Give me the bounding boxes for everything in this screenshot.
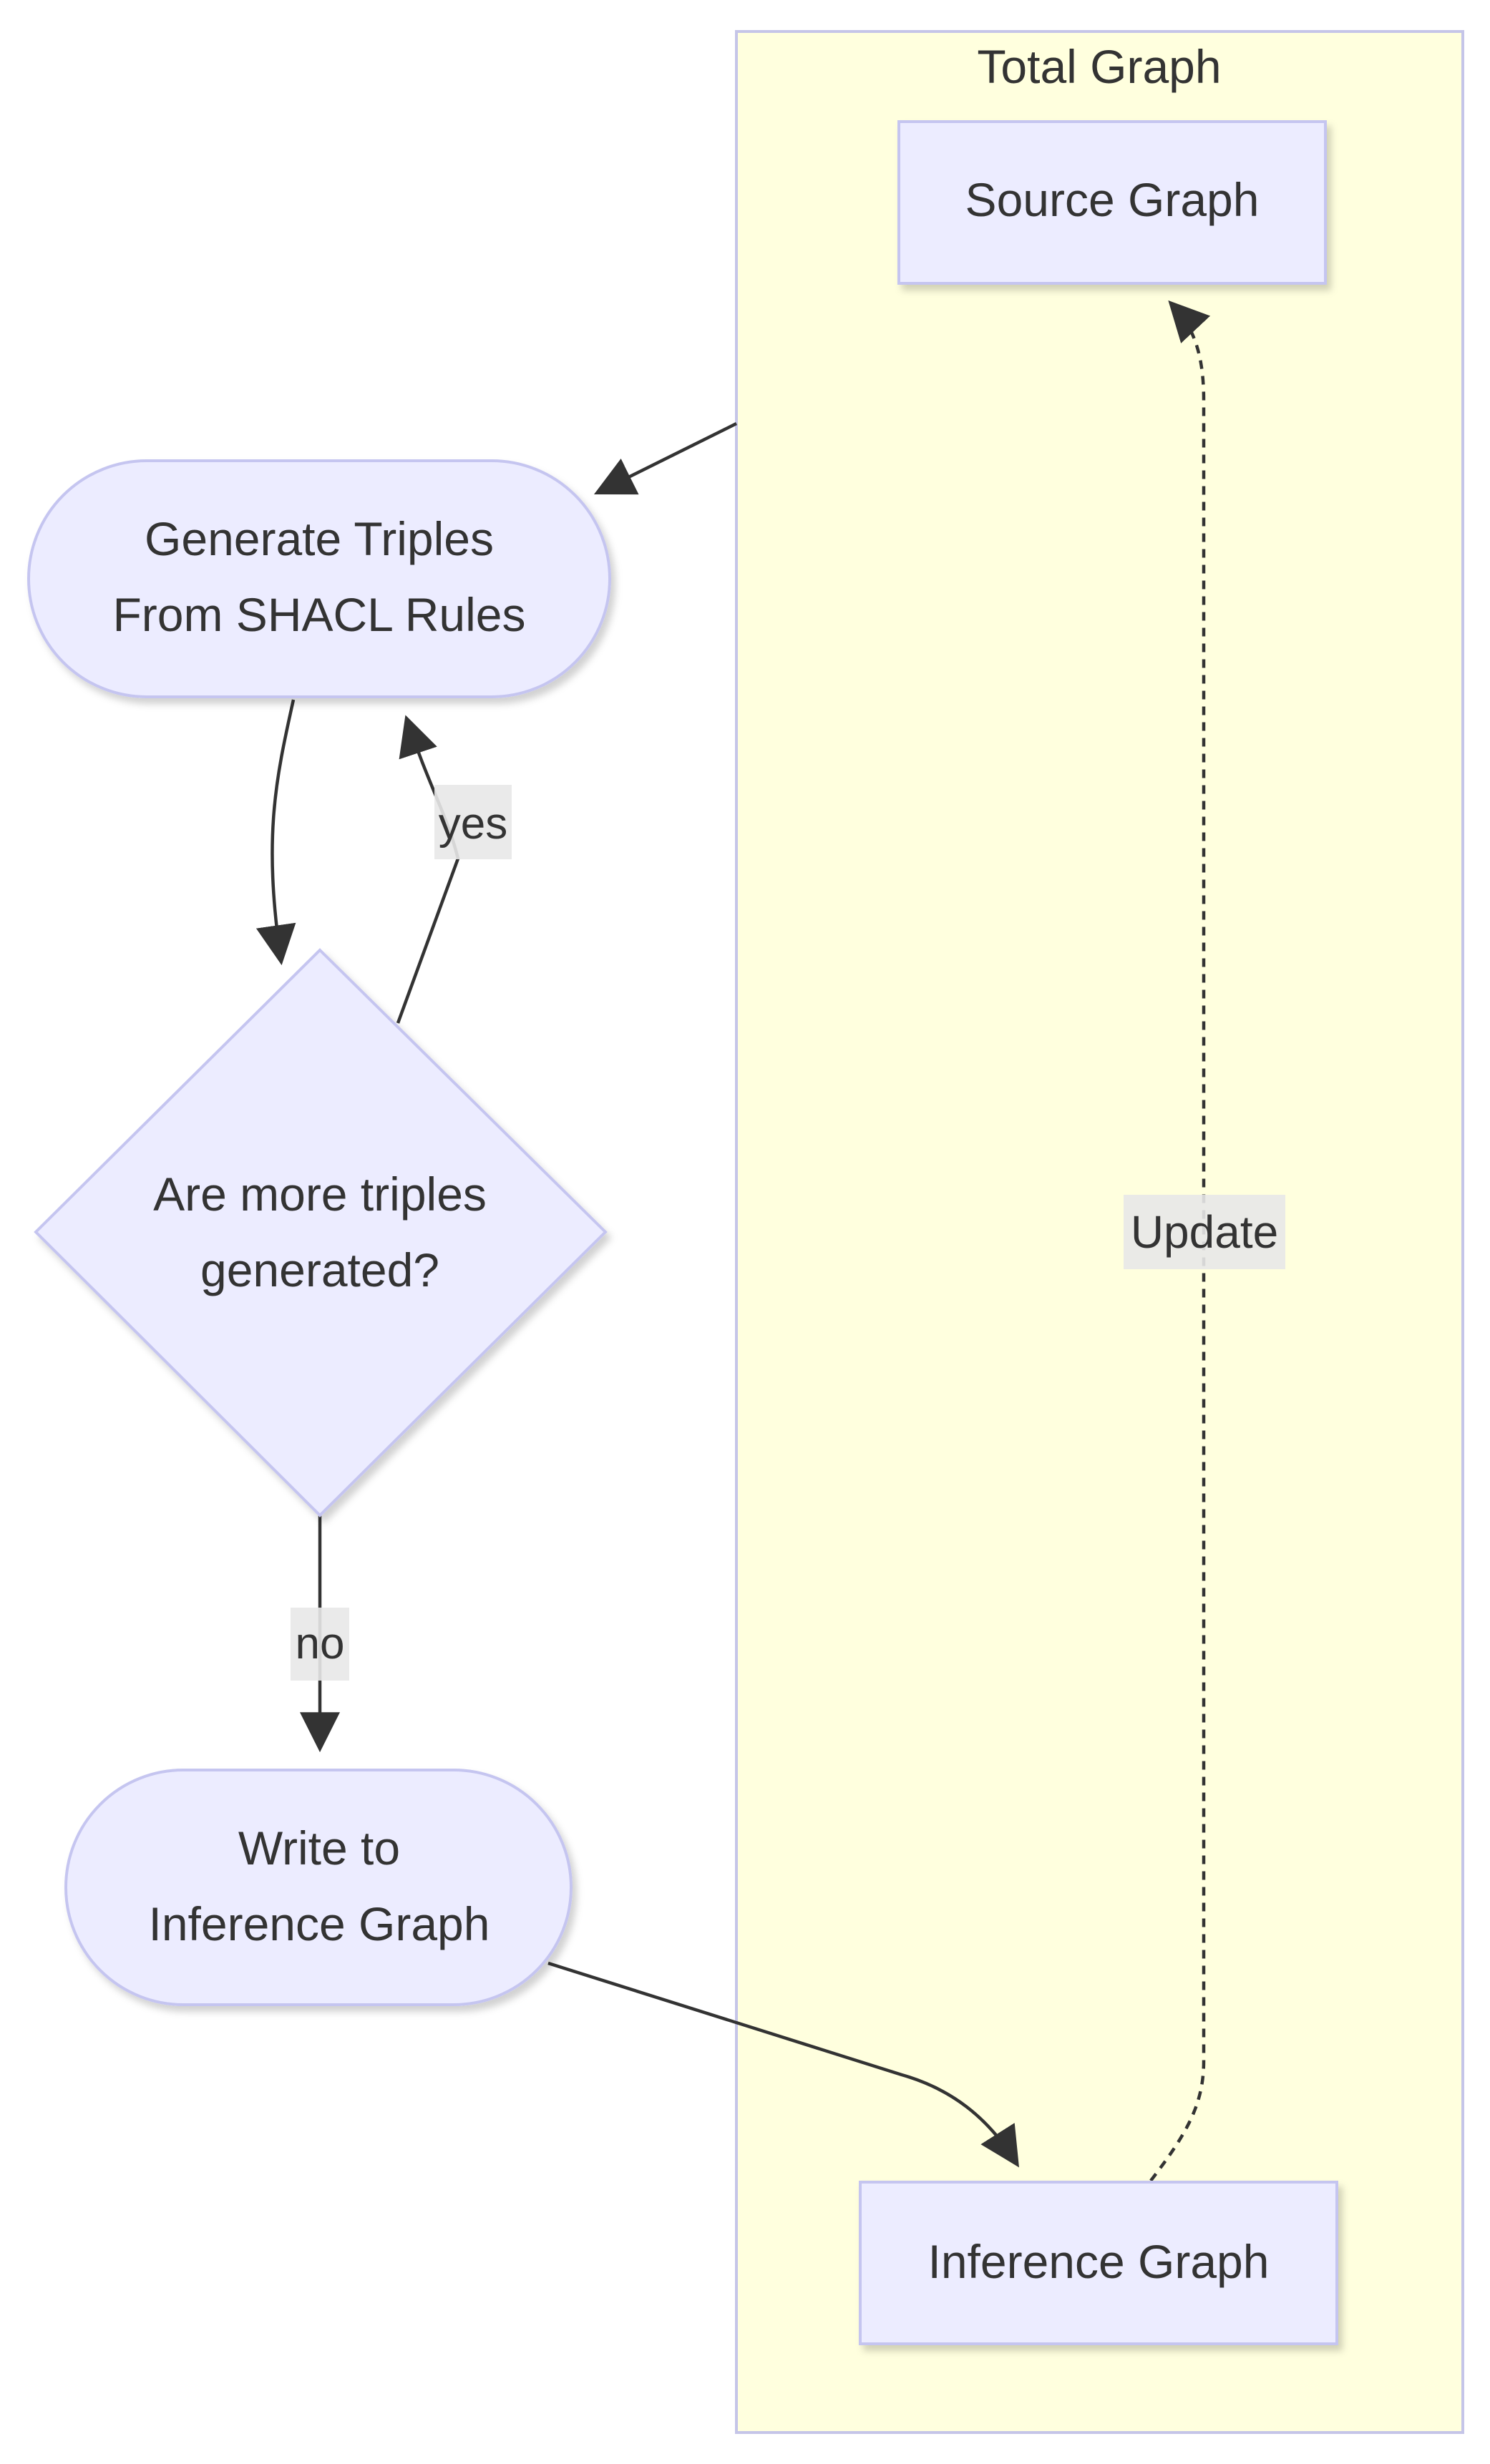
generate-triples-box: [27, 459, 611, 698]
cluster-title: Total Graph: [977, 40, 1221, 93]
write-inference-label-line2: Inference Graph: [149, 1897, 490, 1950]
node-source-graph[interactable]: Source Graph: [897, 120, 1327, 285]
edge-label-no-text: no: [296, 1619, 345, 1668]
write-inference-label-line1: Write to: [238, 1822, 400, 1874]
decision-diamond: [34, 948, 608, 1517]
generate-triples-label-line2: From SHACL Rules: [112, 588, 525, 641]
edge-generate-to-decision: [255, 699, 296, 966]
edge-decision-yes-back: [396, 715, 460, 1024]
node-inference-graph[interactable]: Inference Graph: [859, 2181, 1338, 2345]
cluster-box: [735, 30, 1464, 2434]
edge-label-no: no: [291, 1608, 349, 1681]
edge-write-to-inference: [547, 1961, 1019, 2168]
edge-label-yes-bg: [434, 785, 512, 859]
source-graph-label: Source Graph: [965, 173, 1260, 226]
inference-graph-label: Inference Graph: [928, 2235, 1270, 2288]
node-generate-triples[interactable]: Generate Triples From SHACL Rules: [27, 459, 611, 698]
decision-label-line2: generated?: [200, 1243, 439, 1296]
edge-label-update: Update: [1124, 1195, 1285, 1269]
source-graph-box: [897, 120, 1327, 285]
edge-cluster-to-generate: [593, 421, 738, 495]
generate-triples-label-line1: Generate Triples: [145, 512, 494, 565]
edge-label-update-text: Update: [1131, 1206, 1278, 1258]
node-decision[interactable]: Are more triples generated?: [34, 948, 608, 1517]
node-write-inference[interactable]: Write to Inference Graph: [64, 1769, 573, 2006]
total-graph-cluster: Total Graph: [735, 30, 1464, 2434]
inference-graph-box: [859, 2181, 1338, 2345]
edge-label-update-bg: [1124, 1195, 1285, 1269]
decision-label-line1: Are more triples: [153, 1168, 487, 1221]
edge-label-yes-text: yes: [439, 799, 507, 849]
edge-inference-update-source: [1149, 300, 1211, 2182]
write-inference-box: [64, 1769, 573, 2006]
edge-label-yes: yes: [434, 785, 512, 859]
edge-label-no-bg: [291, 1608, 349, 1681]
